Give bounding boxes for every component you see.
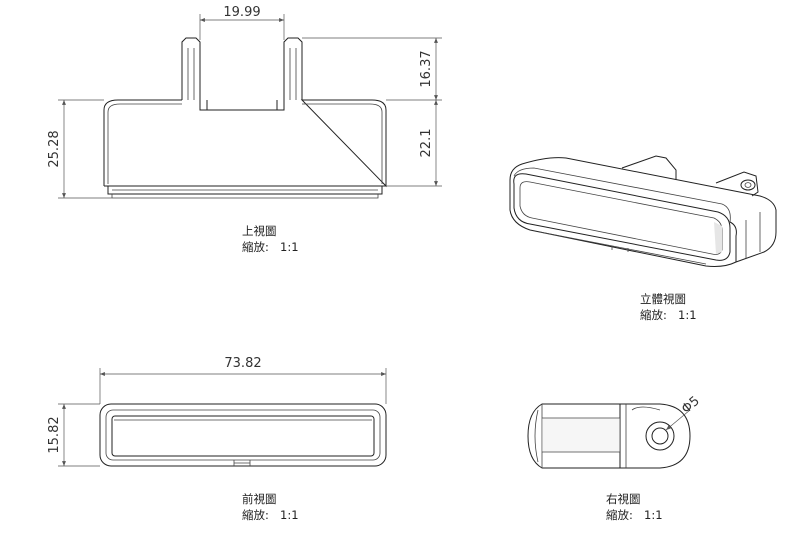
front-outer-frame xyxy=(99,403,387,467)
iso-view: 立體視圖 縮放: 1:1 xyxy=(509,155,777,322)
dim-body-depth: 22.1 xyxy=(419,129,434,158)
dim-tab-gap: 19.99 xyxy=(223,5,260,20)
top-view: 19.99 16.37 22.1 25.28 上視圖 縮放: 1:1 xyxy=(47,5,442,254)
top-left-tab xyxy=(181,37,201,100)
iso-view-scale-label: 縮放: xyxy=(640,308,667,322)
iso-view-scale-value: 1:1 xyxy=(678,308,697,322)
iso-body-outline xyxy=(509,157,777,267)
dim-overall-depth: 25.28 xyxy=(47,130,62,167)
right-hole-outer xyxy=(645,421,675,451)
top-body-outline xyxy=(103,99,387,188)
dim-tab-height: 16.37 xyxy=(419,50,434,87)
front-view-title: 前視圖 xyxy=(242,492,277,506)
right-view: Φ5 右視圖 縮放: 1:1 xyxy=(527,394,703,522)
iso-view-title: 立體視圖 xyxy=(640,292,686,306)
right-view-title: 右視圖 xyxy=(606,492,641,506)
top-right-tab xyxy=(283,37,303,100)
dim-overall-length: 73.82 xyxy=(224,356,261,371)
front-view-scale-value: 1:1 xyxy=(280,508,299,522)
dim-front-height: 15.82 xyxy=(47,416,62,453)
right-hole xyxy=(651,427,669,445)
right-view-scale-value: 1:1 xyxy=(644,508,663,522)
front-view: 73.82 15.82 前視圖 縮放: 1:1 xyxy=(47,356,387,522)
top-view-scale-value: 1:1 xyxy=(280,240,299,254)
top-view-title: 上視圖 xyxy=(242,224,277,238)
front-view-scale-label: 縮放: xyxy=(242,508,269,522)
top-view-scale-label: 縮放: xyxy=(242,240,269,254)
right-lug xyxy=(620,403,691,469)
right-view-scale-label: 縮放: xyxy=(606,508,633,522)
